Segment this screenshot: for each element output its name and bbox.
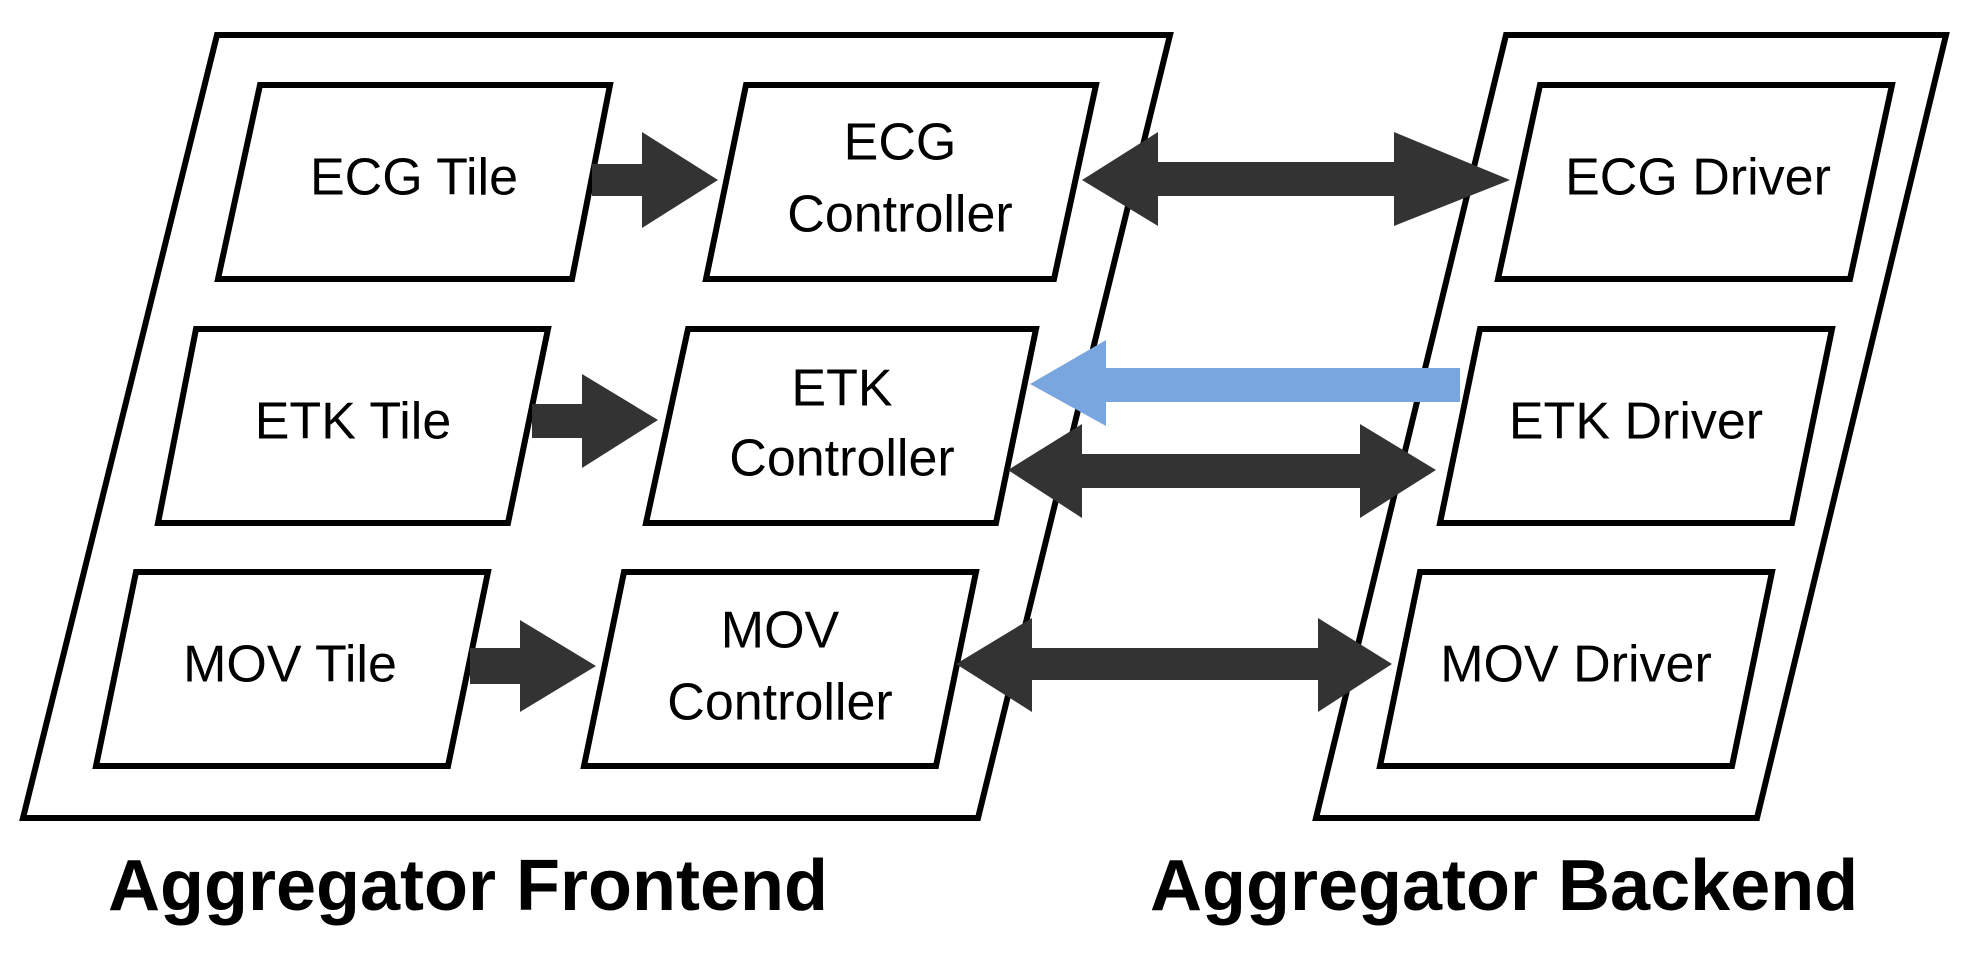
ecg-controller-label-line2: Controller <box>787 186 1012 244</box>
etk-tile-box <box>154 326 552 526</box>
mov-tile-box <box>92 569 492 769</box>
ecg-tile-box <box>214 82 614 282</box>
ecg-driver-label: ECG Driver <box>1565 149 1831 207</box>
mov-controller-label-line2: Controller <box>667 674 892 732</box>
ecg-tile-label: ECG Tile <box>310 149 518 207</box>
mov-controller-box <box>580 569 980 769</box>
ecg-controller-label-line1: ECG <box>844 114 957 172</box>
ecg-driver-box <box>1494 82 1896 282</box>
etk-driver-to-controller-arrow <box>1030 340 1460 426</box>
mov-controller-driver-arrow <box>956 618 1392 712</box>
etk-controller-driver-arrow <box>1008 424 1436 518</box>
etk-controller-box <box>642 326 1040 526</box>
etk-tile-to-controller-arrow <box>532 374 658 468</box>
mov-tile-to-controller-arrow <box>470 620 596 712</box>
mov-controller-label-line1: MOV <box>721 602 840 660</box>
etk-controller-label-line1: ETK <box>791 360 892 418</box>
frontend-caption: Aggregator Frontend <box>108 846 828 926</box>
etk-controller-label-line2: Controller <box>729 430 954 488</box>
etk-tile-label: ETK Tile <box>255 393 452 451</box>
etk-driver-label: ETK Driver <box>1509 393 1763 451</box>
ecg-controller-box <box>702 82 1100 282</box>
etk-driver-box <box>1436 326 1836 526</box>
mov-tile-label: MOV Tile <box>183 636 397 694</box>
ecg-tile-to-controller-arrow <box>592 132 718 228</box>
backend-caption: Aggregator Backend <box>1150 846 1858 926</box>
ecg-controller-driver-arrow <box>1082 132 1510 226</box>
mov-driver-box <box>1376 569 1776 769</box>
backend-container <box>1312 32 1950 821</box>
mov-driver-label: MOV Driver <box>1440 636 1712 694</box>
frontend-container <box>19 32 1174 821</box>
